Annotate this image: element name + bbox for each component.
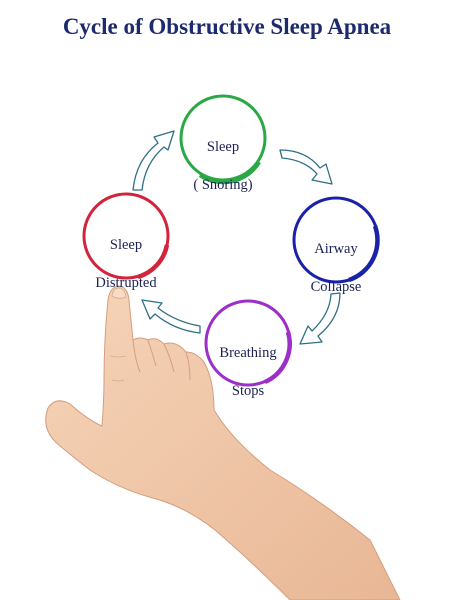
pointing-hand xyxy=(45,285,401,600)
page-title: Cycle of Obstructive Sleep Apnea xyxy=(62,14,392,39)
node-circle-breathing-stops xyxy=(204,299,292,387)
node-breathing-stops-line1: Breathing xyxy=(219,345,277,361)
arrow-collapse-to-breathing xyxy=(299,292,341,345)
node-sleep-disrupted-line1: Sleep xyxy=(109,237,143,253)
node-breathing-stops-line2: Stops xyxy=(231,383,265,399)
arrow-disrupted-to-snoring xyxy=(132,130,175,191)
node-sleep-disrupted: Sleep Distrupted xyxy=(84,217,168,312)
node-sleep-disrupted-line2: Distrupted xyxy=(95,275,157,291)
node-airway-collapse-line2: Collapse xyxy=(310,279,362,295)
node-circle-sleep-disrupted xyxy=(82,192,170,280)
arrow-snoring-to-collapse xyxy=(279,149,333,185)
node-sleep-snoring: Sleep ( Snoring) xyxy=(181,119,265,214)
node-airway-collapse: Airway Collapse xyxy=(294,221,378,316)
node-circle-sleep-snoring xyxy=(179,94,267,185)
arrow-breathing-to-disrupted xyxy=(141,299,201,334)
node-airway-collapse-line1: Airway xyxy=(314,241,358,257)
node-breathing-stops: Breathing Stops xyxy=(204,325,292,420)
node-circle-airway-collapse xyxy=(292,196,380,284)
node-sleep-snoring-line2: ( Snoring) xyxy=(193,177,253,193)
node-sleep-snoring-line1: Sleep xyxy=(206,139,240,155)
